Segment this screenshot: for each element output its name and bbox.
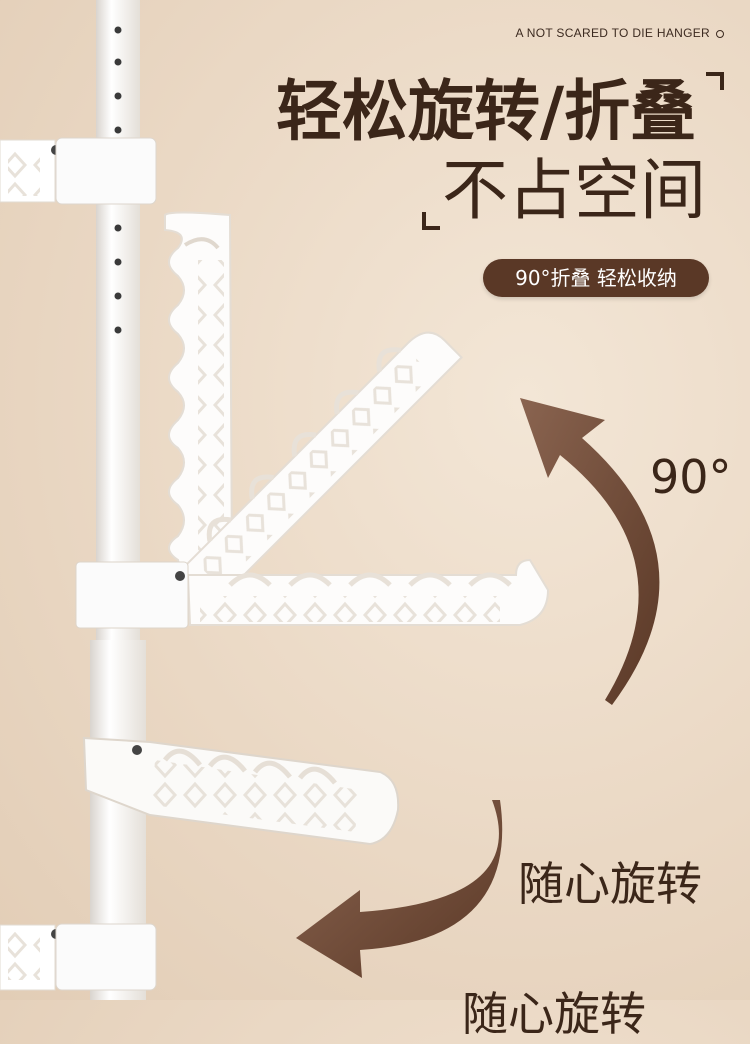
headline-line-1: 轻松旋转/折叠: [276, 73, 697, 150]
brand-tagline: A NOT SCARED TO DIE HANGER: [515, 26, 710, 40]
ring-icon: [716, 30, 724, 38]
rotate-label-cropped: 随心旋转: [462, 987, 646, 1041]
hanger-arm-diagonal: [176, 331, 463, 609]
clamp-bottom: [0, 923, 157, 991]
rotate-label: 随心旋转: [518, 857, 702, 911]
curved-arrow-up-icon: [520, 398, 660, 705]
page-title: 轻松旋转/折叠 不占空间: [276, 72, 726, 230]
curved-arrow-down-icon: [296, 800, 503, 978]
feature-badge: 90°折叠 轻松收纳: [483, 259, 709, 297]
hanger-arm-horizontal: [186, 558, 550, 626]
corner-bracket-top-right: [706, 72, 724, 90]
hanger-arm-vertical: [164, 211, 234, 576]
clamp-top: [0, 137, 157, 205]
clamp-middle: [75, 561, 189, 629]
corner-bracket-bottom-left: [422, 212, 440, 230]
hanger-arm-lower: [82, 736, 400, 846]
product-scene: [0, 0, 660, 1000]
headline-line-2: 不占空间: [442, 152, 706, 230]
angle-label: 90°: [650, 450, 732, 504]
